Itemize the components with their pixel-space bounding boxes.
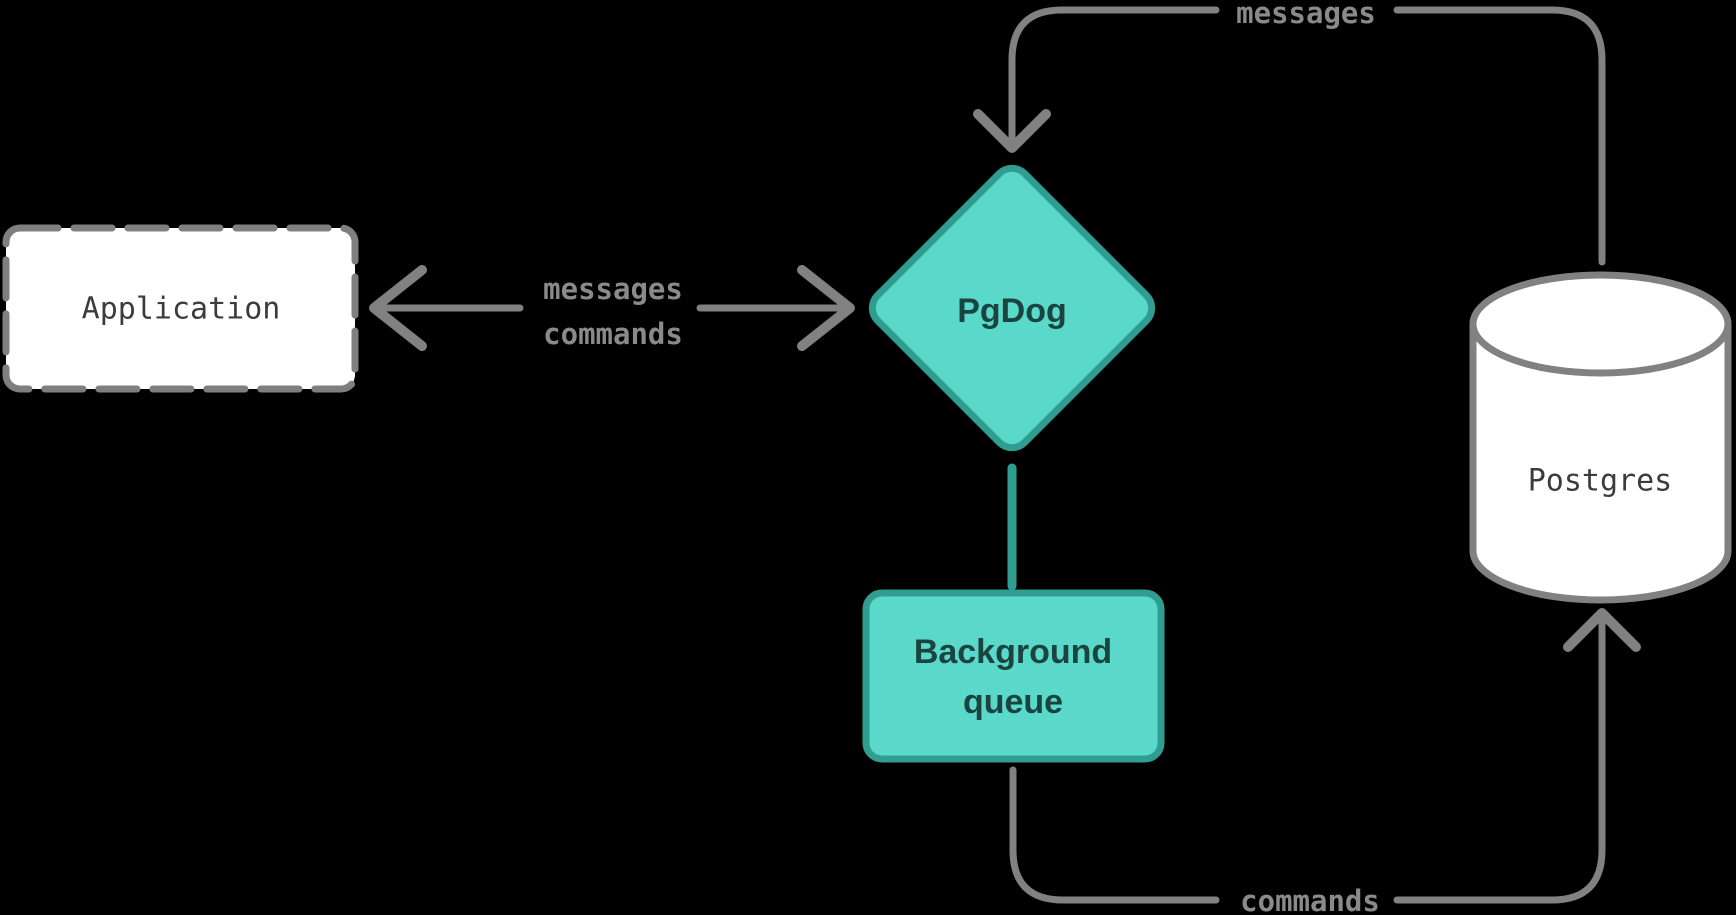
- edge-label-commands-middle: commands: [543, 317, 683, 351]
- arrowhead-left: [369, 265, 427, 351]
- edge-label-messages-top: messages: [1236, 0, 1376, 30]
- node-application: Application: [2, 224, 359, 393]
- application-label: Application: [82, 292, 281, 327]
- node-pgdog: PgDog: [868, 164, 1156, 452]
- postgres-cylinder-top: [1469, 271, 1732, 377]
- postgres-label: Postgres: [1528, 464, 1673, 499]
- background-queue-box: [862, 589, 1165, 763]
- pgdog-label: PgDog: [957, 292, 1067, 330]
- background-queue-label-line1: Background: [914, 633, 1112, 671]
- postgres-cylinder-body: [1469, 324, 1732, 604]
- edge-app-pgdog: messages commands: [369, 265, 855, 351]
- node-postgres: Postgres: [1469, 271, 1732, 604]
- pgdog-diamond: [868, 164, 1156, 452]
- edge-label-messages-middle: messages: [543, 272, 683, 306]
- node-background-queue: Background queue: [862, 589, 1165, 763]
- application-box: [2, 224, 359, 393]
- arrowhead-down: [973, 109, 1051, 153]
- edge-queue-postgres-line-left: [1009, 766, 1220, 904]
- edge-postgres-pgdog-line-right: [1393, 6, 1606, 266]
- edge-postgres-pgdog-line-left: [1008, 6, 1220, 144]
- edge-label-commands-bottom: commands: [1240, 884, 1380, 915]
- edge-postgres-pgdog: messages: [973, 0, 1606, 266]
- edge-queue-postgres: commands: [1009, 608, 1641, 915]
- edge-queue-postgres-line-right: [1393, 618, 1606, 904]
- arrowhead-right: [797, 265, 855, 351]
- arrowhead-up: [1563, 608, 1641, 652]
- background-queue-label-line2: queue: [963, 683, 1063, 721]
